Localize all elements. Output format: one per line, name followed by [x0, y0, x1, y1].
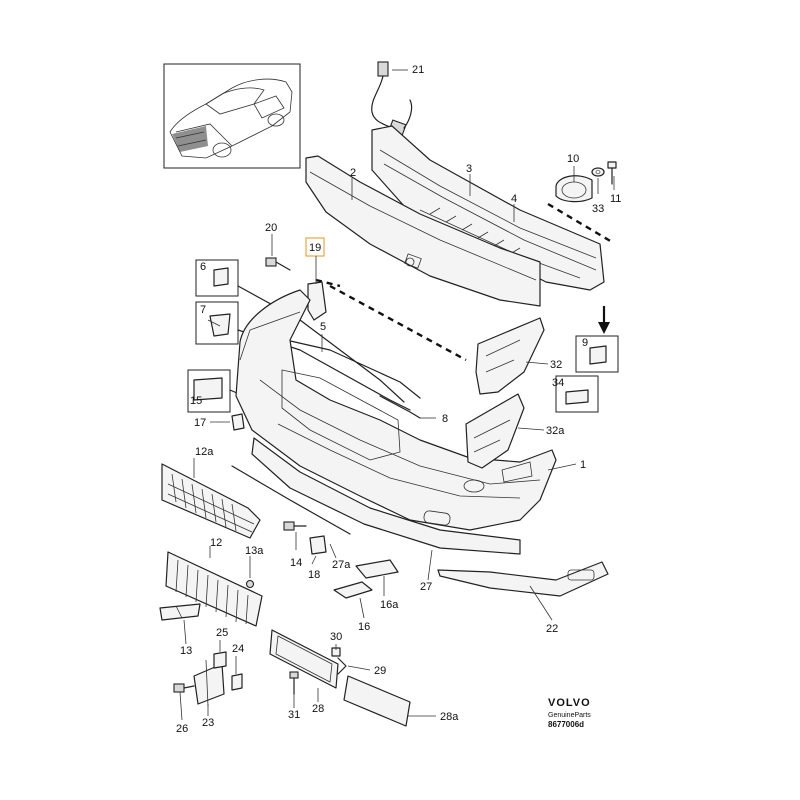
callout-14: 14	[290, 557, 302, 569]
callout-28a: 28a	[440, 711, 459, 723]
callout-21: 21	[412, 64, 424, 76]
side-bracket-part-32	[475, 317, 545, 395]
callout-19: 19	[309, 242, 321, 254]
callout-9: 9	[582, 337, 588, 349]
clip-part-6	[195, 259, 405, 403]
clip-part-7	[195, 301, 411, 411]
callout-33: 33	[592, 203, 604, 215]
callout-29: 29	[374, 665, 386, 677]
callout-28: 28	[312, 703, 324, 715]
bolt-part-20	[265, 257, 291, 271]
trim-strip-part-27a	[231, 465, 351, 535]
callout-10: 10	[567, 153, 579, 165]
genuine-parts-text: GenuineParts	[548, 712, 591, 719]
upper-cover-part-2	[305, 155, 541, 307]
screw-part-11	[607, 161, 617, 185]
callout-23: 23	[202, 717, 214, 729]
licence-plate-part-28a	[343, 675, 411, 727]
bumper-cover-part-1	[235, 289, 557, 531]
callout-15: 15	[190, 395, 202, 407]
lower-spoiler-part-27	[251, 437, 521, 555]
callout-25: 25	[216, 627, 228, 639]
upper-grille-part-12a	[161, 463, 261, 539]
screw-part-26	[173, 683, 195, 693]
washer-part-33	[591, 167, 605, 177]
assembly-dashed-lines	[315, 202, 613, 362]
callout-17: 17	[194, 417, 206, 429]
callout-12a: 12a	[195, 446, 214, 458]
bracket-part-19	[305, 237, 327, 321]
screw-part-31	[289, 671, 299, 695]
callout-4: 4	[511, 193, 517, 205]
diagram-code: 8677006d	[548, 720, 584, 729]
callout-27a: 27a	[332, 559, 351, 571]
callout-18: 18	[308, 569, 320, 581]
callout-7: 7	[200, 304, 206, 316]
callout-32: 32	[550, 359, 562, 371]
clip-part-34	[555, 375, 599, 413]
callout-32a: 32a	[546, 425, 565, 437]
clip-part-17	[231, 413, 245, 431]
clip-part-9	[575, 306, 619, 373]
callout-30: 30	[330, 631, 342, 643]
clip-part-30	[331, 647, 341, 657]
callout-11: 11	[610, 193, 621, 205]
callout-12: 12	[210, 537, 222, 549]
brand-block: VOLVO GenuineParts 8677006d	[548, 697, 591, 729]
callout-labels: 21 3 10 2 33 11 4 20 19 6 7 5 9 32 34 15…	[176, 64, 621, 735]
spring-part-29	[337, 657, 347, 675]
callout-8: 8	[442, 413, 448, 425]
callout-16: 16	[358, 621, 370, 633]
callout-20: 20	[265, 222, 277, 234]
clip-part-13a	[245, 579, 255, 589]
volvo-logo-text: VOLVO	[548, 697, 591, 709]
callout-13a: 13a	[245, 545, 264, 557]
molding-part-8	[379, 395, 421, 419]
bracket-part-15	[187, 369, 277, 413]
cover-part-16	[333, 581, 373, 599]
callout-3: 3	[466, 163, 472, 175]
bracket-part-23	[193, 659, 225, 707]
clip-part-25	[213, 651, 227, 669]
callout-27: 27	[420, 581, 432, 593]
car-thumbnail	[163, 63, 301, 169]
emblem-part-13	[159, 603, 201, 621]
screw-part-14	[283, 521, 307, 531]
callout-22: 22	[546, 623, 558, 635]
callout-5: 5	[320, 321, 326, 333]
plate-holder-part-28	[269, 629, 339, 689]
callout-16a: 16a	[380, 599, 399, 611]
callout-1: 1	[580, 459, 586, 471]
callout-31: 31	[288, 709, 300, 721]
callout-2: 2	[350, 167, 356, 179]
callout-24: 24	[232, 643, 244, 655]
callout-26: 26	[176, 723, 188, 735]
cover-part-16a	[355, 559, 399, 579]
callout-6: 6	[200, 261, 206, 273]
fog-light-part-10	[555, 175, 593, 203]
cap-part-18	[309, 535, 327, 555]
side-bracket-part-32a	[465, 393, 525, 469]
callout-34: 34	[552, 377, 564, 389]
clip-part-24	[231, 673, 243, 691]
side-moulding-part-22	[437, 561, 609, 597]
molding-part-5	[285, 339, 421, 399]
callout-13: 13	[180, 645, 192, 657]
leader-lines	[179, 69, 615, 721]
lower-grille-part-12	[165, 551, 263, 627]
